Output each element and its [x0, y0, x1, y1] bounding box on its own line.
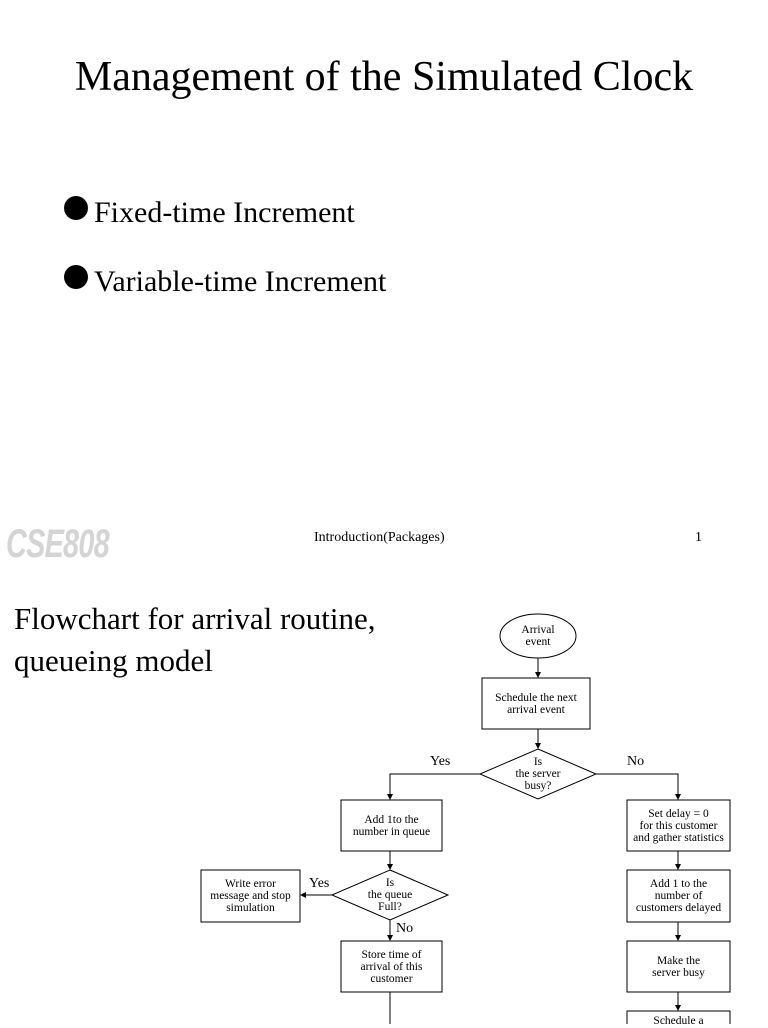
label-yes: Yes	[430, 754, 451, 769]
node-store-time: Store time of arrival of this customer	[360, 948, 423, 985]
node-start: Arrival event	[521, 624, 555, 648]
box-add-queue	[340, 799, 443, 852]
node-add-delayed: Add 1 to the number of customers delayed	[635, 878, 722, 914]
node-make-busy: Make the server busy	[652, 954, 705, 979]
box-schedule-next	[481, 677, 591, 730]
node-add-queue: Add 1to the number in queue	[352, 813, 431, 838]
node-queue-full: Is the queue Full?	[367, 877, 413, 913]
box-store-time	[340, 940, 443, 993]
box-schedule-departure	[626, 1010, 731, 1024]
node-schedule-departure: Schedule a	[653, 1015, 704, 1027]
node-set-delay: Set delay = 0 for this customer and gath…	[633, 807, 724, 844]
bullet-item: Variable-time Increment	[64, 265, 386, 299]
bullet-text: Variable-time Increment	[94, 265, 387, 298]
bullet-item: Fixed-time Increment	[64, 196, 355, 230]
label-no: No	[627, 754, 645, 769]
node-schedule-next: Schedule the next arrival event	[495, 691, 577, 716]
logo: CSE808	[6, 522, 110, 566]
label-no: No	[396, 921, 414, 936]
slide2-title: Flowchart for arrival routine, queueing …	[14, 601, 376, 678]
bullet-icon	[64, 265, 88, 289]
page-number: 1	[695, 530, 702, 545]
slide-title: Management of the Simulated Clock	[74, 54, 694, 100]
node-error: Write error message and stop simulation	[210, 878, 291, 914]
bullet-text: Fixed-time Increment	[94, 196, 355, 229]
diamond-server-busy	[478, 748, 598, 800]
node-server-busy: Is the server busy?	[515, 756, 561, 792]
footer-text: Introduction(Packages)	[314, 530, 445, 545]
bullet-icon	[64, 196, 88, 220]
label-yes: Yes	[309, 876, 330, 891]
